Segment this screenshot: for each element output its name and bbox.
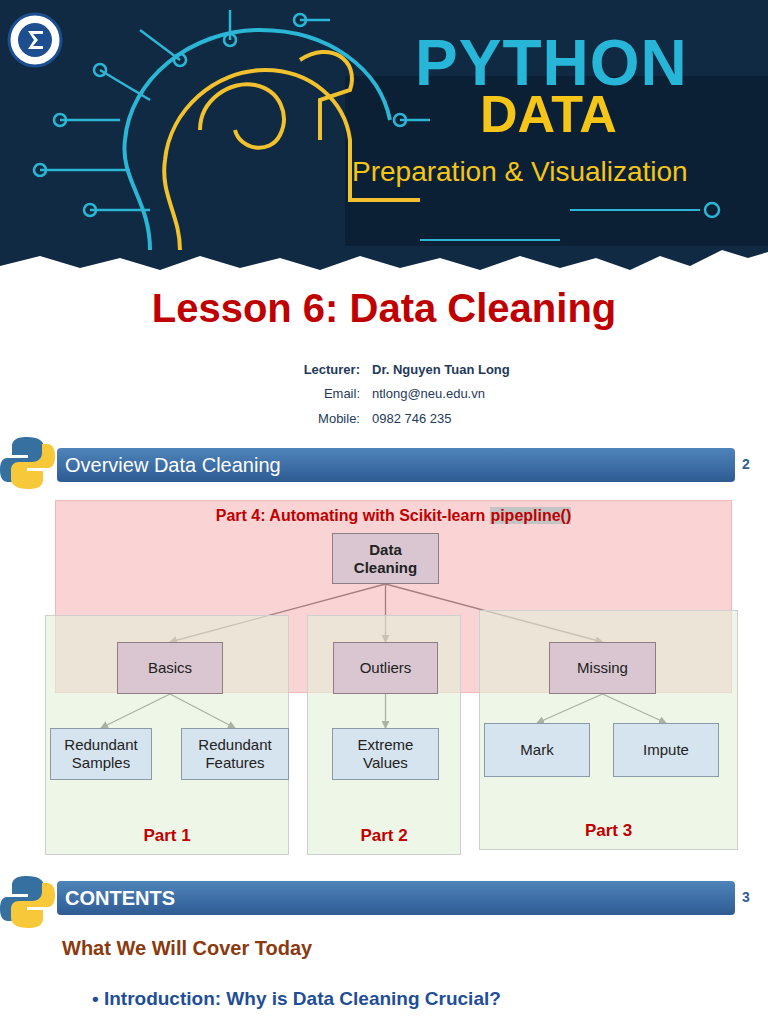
circuit-line: [420, 239, 560, 241]
task-box: Mark: [484, 723, 590, 777]
circuit-node: [394, 114, 406, 126]
info-key: Email:: [200, 386, 360, 401]
info-value: Dr. Nguyen Tuan Long: [372, 362, 510, 377]
python-icon: [0, 437, 55, 489]
python-icon-yellow: [11, 883, 55, 928]
section-heading: What We Will Cover Today: [62, 937, 312, 960]
category-box: Missing: [549, 642, 656, 694]
circuit-node: [94, 64, 106, 76]
circuit-node: [705, 203, 719, 217]
title-panel: [345, 76, 768, 246]
part-label: Part 3: [480, 821, 737, 841]
task-box: Redundant Features: [181, 728, 289, 780]
bar-title: Overview Data Cleaning: [65, 454, 281, 477]
bar-title: CONTENTS: [65, 887, 175, 910]
university-logo-core: [18, 23, 52, 57]
part-label: Part 1: [46, 826, 288, 846]
part-region: Part 1 BasicsRedundant Samples Redundant F…: [45, 615, 289, 855]
part-label: Part 2: [308, 826, 460, 846]
circuit-line: [570, 209, 700, 211]
box-label: Impute: [643, 741, 689, 759]
circuit-line: [400, 119, 430, 122]
slide-title: Lesson 6: Data Cleaning: [0, 286, 768, 331]
box-label: Missing: [577, 659, 628, 677]
circuit-node: [54, 114, 66, 126]
code-highlight: pipepline(): [490, 507, 571, 524]
category-box: Basics: [117, 642, 223, 694]
box-label: Data Cleaning: [338, 541, 433, 577]
info-key: Lecturer:: [200, 362, 360, 377]
task-box: Impute: [613, 723, 719, 777]
box-label: Outliers: [360, 659, 412, 677]
brain-curl: [200, 84, 284, 147]
python-icon-yellow: [11, 444, 55, 489]
banner-subtitle: Preparation & Visualization: [352, 156, 688, 188]
circuit-line: [229, 10, 232, 40]
circuit-node: [224, 34, 236, 46]
region-title: Part 4: Automating with Scikit-learn: [216, 507, 486, 524]
box-label: Mark: [520, 741, 553, 759]
circuit-node: [84, 204, 96, 216]
circuit-line: [40, 169, 130, 172]
info-value: ntlong@neu.edu.vn: [372, 386, 485, 401]
circuit-line: [100, 70, 150, 100]
box-label: Redundant Features: [187, 736, 283, 772]
task-box: Extreme Values: [332, 728, 439, 780]
page-number: 2: [742, 456, 750, 472]
box-label: Basics: [148, 659, 192, 677]
logo-sigma: [28, 31, 43, 49]
box-label: Redundant Samples: [56, 736, 146, 772]
circuit-node: [174, 54, 186, 66]
circuit-line: [60, 119, 120, 122]
python-icon: [0, 876, 55, 928]
part-region: Part 2 OutliersExtreme Values: [307, 615, 461, 855]
circuit-node: [34, 164, 46, 176]
page-number: 3: [742, 889, 750, 905]
info-value: 0982 746 235: [372, 411, 452, 426]
brain-curl: [300, 52, 352, 140]
circuit-line: [300, 19, 330, 22]
part-region: Part 3 MissingMark Impute: [479, 610, 738, 850]
bullet-item: • Introduction: Why is Data Cleaning Cru…: [92, 988, 501, 1010]
section-bar: Overview Data Cleaning: [57, 448, 735, 482]
category-box: Outliers: [333, 642, 438, 694]
university-logo: [9, 14, 61, 66]
circuit-line: [90, 209, 150, 212]
circuit-node: [294, 14, 306, 26]
region-heading: Part 4: Automating with Scikit-learnpipe…: [56, 507, 731, 525]
task-box: Redundant Samples: [50, 728, 152, 780]
box-label: Extreme Values: [338, 736, 433, 772]
section-bar: CONTENTS: [57, 881, 735, 915]
banner-word: DATA: [480, 84, 617, 144]
category-box: Data Cleaning: [332, 533, 439, 584]
circuit-line: [140, 30, 180, 60]
banner-ground: [0, 0, 768, 270]
info-key: Mobile:: [200, 411, 360, 426]
